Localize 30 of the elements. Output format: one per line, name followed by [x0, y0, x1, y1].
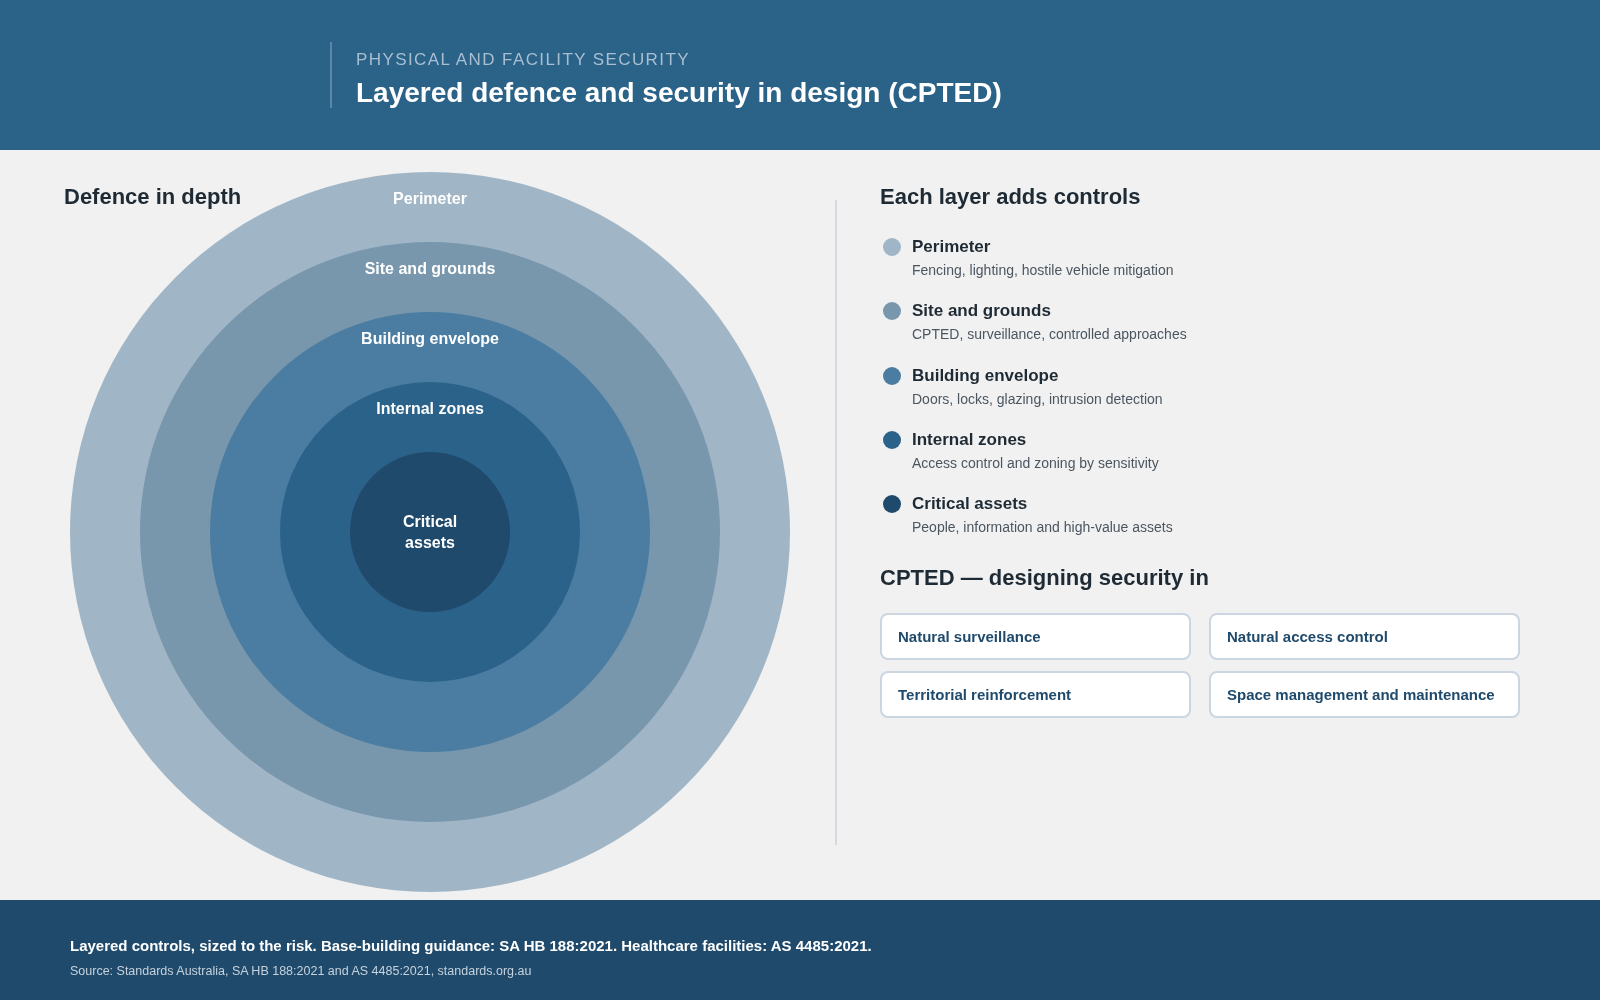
source-note: Source: Standards Australia, SA HB 188:2021 and AS 4485:2021, standards.org.au	[70, 964, 532, 979]
principle-card: Natural surveillance	[880, 613, 1191, 660]
footer-note: Layered controls, sized to the risk. Base-building guidance: SA HB 188:2021. Healthcare facilities: AS 4485:2021.	[70, 937, 872, 955]
section-heading: CPTED — designing security in	[880, 565, 1209, 591]
layer-description: Doors, locks, glazing, intrusion detection	[912, 391, 1163, 408]
layer-label: Critical assets	[401, 512, 459, 553]
page-title: Layered defence and security in design (CPTED)	[356, 76, 1002, 110]
layer-circle	[210, 312, 650, 752]
legend-label: Building envelope	[912, 365, 1059, 386]
layer-circle	[280, 382, 580, 682]
legend-label: Perimeter	[912, 237, 991, 257]
layer-label: Building envelope	[361, 329, 499, 349]
layer-label: Internal zones	[376, 399, 484, 419]
section-kicker: PHYSICAL AND FACILITY SECURITY	[356, 50, 690, 70]
layer-description: Access control and zoning by sensitivity	[912, 455, 1159, 472]
layer-description: CPTED, surveillance, controlled approaches	[912, 326, 1187, 343]
legend-label: Internal zones	[912, 429, 1027, 450]
principle-card: Space management and maintenance	[1209, 671, 1520, 718]
principle-card: Territorial reinforcement	[880, 671, 1191, 718]
layer-circle	[140, 242, 720, 822]
principle-card: Natural access control	[1209, 613, 1520, 660]
layer-description: People, information and high-value assets	[912, 519, 1173, 536]
legend-label: Site and grounds	[912, 301, 1051, 322]
layer-description: Fencing, lighting, hostile vehicle mitigation	[912, 262, 1174, 279]
core-circle	[350, 452, 510, 612]
legend-label: Critical assets	[912, 494, 1028, 515]
layer-label: Perimeter	[393, 189, 467, 209]
layer-label: Site and grounds	[364, 259, 496, 279]
section-heading: Defence in depth	[64, 184, 242, 210]
section-heading: Each layer adds controls	[880, 184, 1141, 210]
